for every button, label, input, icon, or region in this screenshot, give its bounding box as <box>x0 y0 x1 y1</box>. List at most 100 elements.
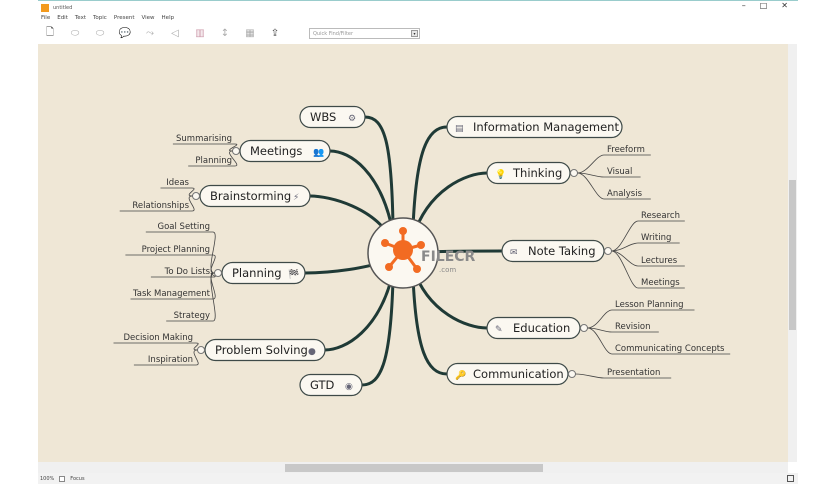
new-map-icon[interactable]: 🗋 <box>45 26 55 38</box>
topic-label: Thinking <box>512 166 562 180</box>
subtopic-line <box>611 250 685 267</box>
subtopic-line <box>611 220 685 252</box>
topic-problem-solving[interactable]: Problem Solving● <box>197 338 326 362</box>
menu-edit[interactable]: Edit <box>57 15 68 21</box>
horizontal-scroll-thumb[interactable] <box>285 464 543 472</box>
vertical-scroll-thumb[interactable] <box>789 180 796 330</box>
collapse-toggle[interactable] <box>570 169 578 177</box>
central-topic[interactable] <box>367 217 439 289</box>
topic-icon[interactable]: ⬭ <box>70 27 80 39</box>
export-icon[interactable]: ⇪ <box>270 27 280 39</box>
zoom-level[interactable]: 100% <box>40 475 55 482</box>
subtopic-inspiration[interactable]: Inspiration <box>148 355 193 365</box>
subtopic-to-do-lists[interactable]: To Do Lists <box>164 267 211 277</box>
close-button[interactable]: ✕ <box>781 1 788 10</box>
menu-text[interactable]: Text <box>74 15 86 21</box>
quick-find-input[interactable]: Quick Find/Filter ▾ <box>309 28 420 39</box>
menu-topic[interactable]: Topic <box>93 15 107 21</box>
minimize-button[interactable]: – <box>741 1 746 10</box>
topic-icon: ✉ <box>510 248 518 258</box>
subtopic-presentation[interactable]: Presentation <box>607 368 660 378</box>
relationship-icon[interactable]: ⤳ <box>146 27 154 39</box>
subtopic-writing[interactable]: Writing <box>641 233 671 243</box>
topic-label: Education <box>513 321 570 335</box>
sort-icon[interactable]: ↕ <box>220 27 230 39</box>
subtopic-summarising[interactable]: Summarising <box>176 134 232 144</box>
boundary-icon[interactable]: ◁ <box>171 27 179 39</box>
callout-icon[interactable]: 💬 <box>118 27 132 39</box>
subtopic-visual[interactable]: Visual <box>607 167 632 177</box>
topic-note-taking[interactable]: Note Taking✉ <box>501 239 612 263</box>
subtopic-decision-making[interactable]: Decision Making <box>124 333 194 343</box>
vertical-scrollbar[interactable] <box>788 44 797 462</box>
table-icon[interactable]: ▦ <box>245 27 255 39</box>
topic-gtd[interactable]: GTD◉ <box>299 373 363 397</box>
subtopic-line <box>575 373 672 379</box>
maximize-button[interactable]: □ <box>759 1 768 10</box>
subtopic-research[interactable]: Research <box>641 211 680 221</box>
subtopic-revision[interactable]: Revision <box>615 322 651 332</box>
watermark: FILECR <box>421 249 476 265</box>
central-logo-icon <box>381 227 425 273</box>
subtopic-strategy[interactable]: Strategy <box>174 311 210 321</box>
style-icon[interactable]: ▥ <box>195 27 205 39</box>
quick-find-dropdown-button[interactable]: ▾ <box>411 30 418 37</box>
subtopic-line <box>145 231 216 274</box>
fit-window-icon[interactable] <box>787 475 794 482</box>
subtopic-line <box>172 143 238 152</box>
menu-bar: File Edit Text Topic Present View Help <box>41 15 174 21</box>
subtopic-line <box>119 195 195 212</box>
menu-help[interactable]: Help <box>161 15 175 21</box>
menu-view[interactable]: View <box>141 15 155 21</box>
branch-line <box>411 277 448 376</box>
subtopic-planning[interactable]: Planning <box>195 156 232 166</box>
subtopic-project-planning[interactable]: Project Planning <box>142 245 210 255</box>
app-icon <box>41 3 49 12</box>
collapse-toggle[interactable] <box>580 324 588 332</box>
subtopic-meetings[interactable]: Meetings <box>641 278 680 288</box>
collapse-toggle[interactable] <box>568 370 576 378</box>
horizontal-scrollbar[interactable] <box>38 462 788 473</box>
subtopic-communicating-concepts[interactable]: Communicating Concepts <box>615 344 725 354</box>
topic-meetings[interactable]: Meetings👥 <box>232 139 331 163</box>
topic-icon: ⚙ <box>348 114 356 124</box>
menu-file[interactable]: File <box>41 15 51 21</box>
topic-communication[interactable]: Communication🔑 <box>446 362 576 386</box>
topic-information-management[interactable]: Information Management▤ <box>446 115 623 139</box>
focus-label: Focus <box>70 475 85 482</box>
subtopic-goal-setting[interactable]: Goal Setting <box>158 222 211 232</box>
branch-line <box>411 125 448 228</box>
subtopic-task-management[interactable]: Task Management <box>132 289 211 299</box>
title-bar: untitled – □ ✕ <box>38 0 798 14</box>
topic-icon: ⚡ <box>293 193 299 203</box>
topic-label: Meetings <box>250 144 302 158</box>
branch-line <box>364 115 395 226</box>
collapse-toggle[interactable] <box>192 192 200 200</box>
topic-box[interactable] <box>299 105 366 129</box>
topic-icon: 💡 <box>495 168 506 180</box>
topic-thinking[interactable]: Thinking 💡 <box>486 161 578 185</box>
subtopic-analysis[interactable]: Analysis <box>607 189 643 199</box>
collapse-toggle[interactable] <box>232 147 240 155</box>
subtopic-freeform[interactable]: Freeform <box>607 145 645 155</box>
topic-education[interactable]: Education✎ <box>486 316 588 340</box>
focus-checkbox[interactable] <box>59 475 66 482</box>
collapse-toggle[interactable] <box>604 247 612 255</box>
topic-icon: ▤ <box>455 124 464 134</box>
collapse-toggle[interactable] <box>197 346 205 354</box>
topic-box[interactable] <box>299 373 363 397</box>
subtopic-relationships[interactable]: Relationships <box>132 201 189 211</box>
topic-box[interactable] <box>446 115 623 139</box>
subtopic-lesson-planning[interactable]: Lesson Planning <box>615 300 684 310</box>
subtopic-line <box>166 272 216 322</box>
topic-brainstorming[interactable]: Brainstorming⚡ <box>192 184 311 208</box>
topic-planning[interactable]: Planning🏁 <box>214 261 306 285</box>
menu-present[interactable]: Present <box>113 15 135 21</box>
subtopic-lectures[interactable]: Lectures <box>641 256 678 266</box>
topic-icon: 🔑 <box>455 369 466 381</box>
subtopic-icon[interactable]: ⬭ <box>95 27 105 39</box>
topic-wbs[interactable]: WBS⚙ <box>299 105 366 129</box>
collapse-toggle[interactable] <box>214 269 222 277</box>
subtopic-ideas[interactable]: Ideas <box>166 178 189 188</box>
